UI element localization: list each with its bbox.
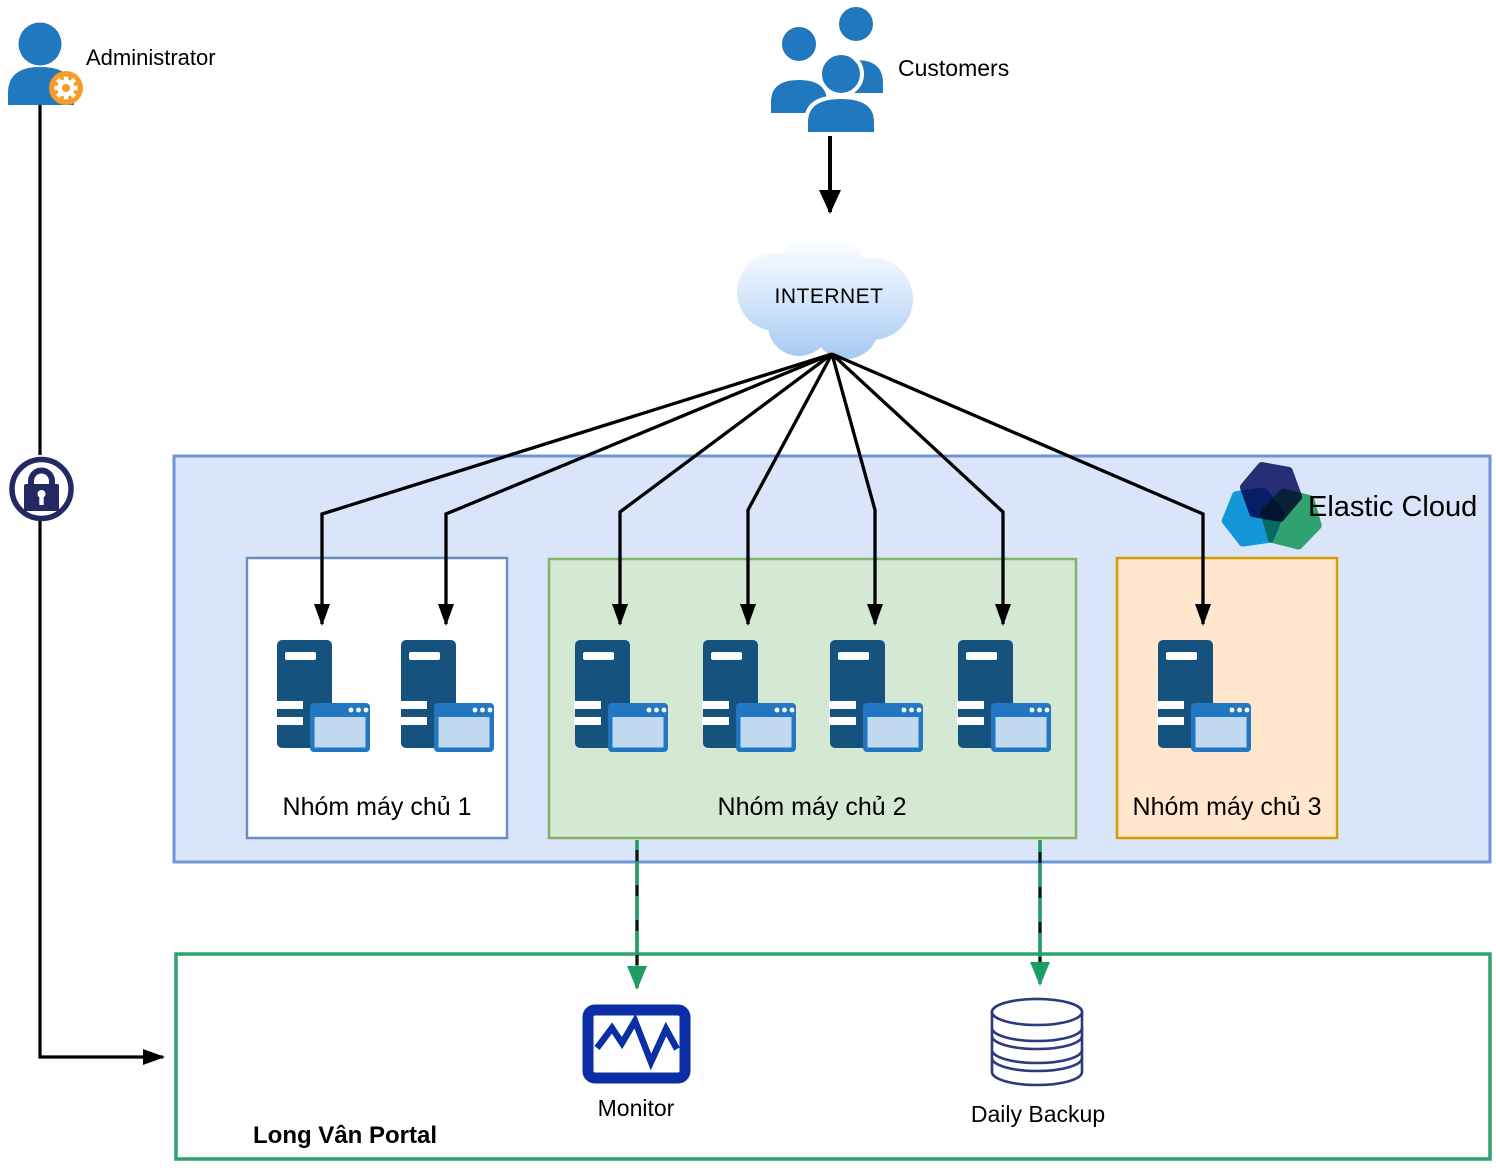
internet-label: INTERNET (774, 285, 884, 308)
server-group-3-box (1115, 556, 1339, 840)
portal-title: Long Vân Portal (253, 1122, 438, 1149)
portal-container (174, 952, 1492, 1161)
admin-user-icon (8, 22, 83, 105)
monitor-icon (582, 1004, 691, 1084)
monitor-label: Monitor (597, 1095, 675, 1121)
servers-to-portal-connectors (627, 840, 1050, 990)
internet-to-servers-connectors (314, 352, 1211, 626)
server-group-3-label: Nhóm máy chủ 3 (1132, 793, 1322, 821)
gear-icon (49, 71, 83, 105)
internet-cloud-icon (733, 224, 917, 363)
admin-to-portal-connector (38, 104, 165, 1065)
lock-icon (9, 455, 74, 522)
customers-group-icon (767, 3, 887, 136)
database-cylinder-icon (990, 997, 1084, 1087)
server-group-1-label: Nhóm máy chủ 1 (282, 793, 472, 821)
customers-label: Customers (898, 55, 1010, 81)
elastic-cloud-label: Elastic Cloud (1308, 491, 1478, 523)
daily-backup-label: Daily Backup (970, 1101, 1106, 1127)
administrator-label: Administrator (86, 45, 216, 70)
server-group-2-label: Nhóm máy chủ 2 (717, 793, 907, 821)
